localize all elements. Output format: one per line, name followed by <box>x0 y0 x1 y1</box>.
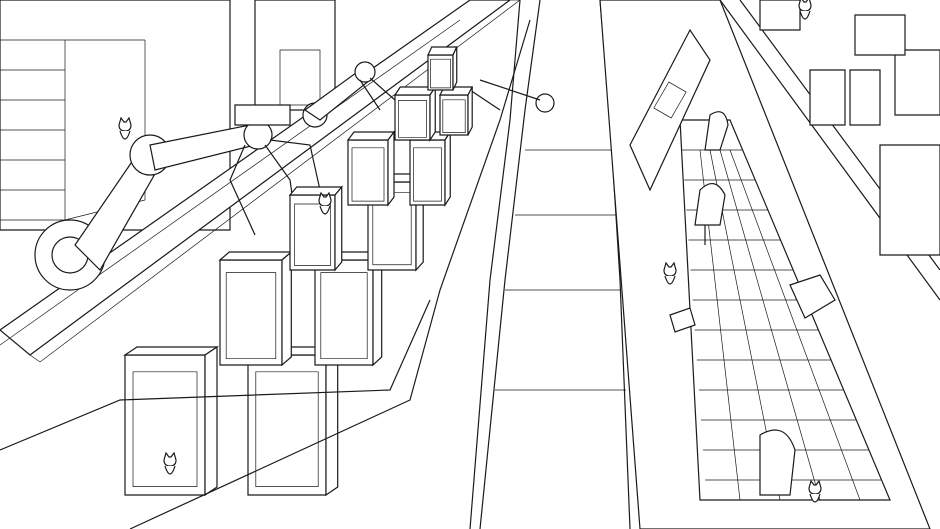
robot-arm <box>303 62 554 127</box>
cabinet <box>428 47 457 90</box>
box <box>670 275 835 332</box>
cabinet <box>290 187 342 270</box>
cabinet <box>348 132 394 205</box>
cat-icon[interactable] <box>809 481 821 502</box>
cat-icon[interactable] <box>664 263 676 284</box>
control-panel <box>630 30 710 190</box>
cabinet <box>395 87 435 140</box>
cat-icon[interactable] <box>799 0 811 19</box>
building-left <box>0 0 335 230</box>
robot-arm <box>35 105 320 290</box>
cabinet <box>248 347 338 495</box>
cabinet <box>220 252 291 365</box>
building-right <box>760 0 940 255</box>
cat-icon[interactable] <box>319 193 331 214</box>
chair <box>695 112 795 495</box>
cabinet <box>410 132 450 205</box>
cabinet <box>440 87 472 135</box>
cabinet <box>125 347 217 495</box>
cat-icon[interactable] <box>119 118 131 139</box>
cabinet-group <box>125 47 472 495</box>
cat-icon[interactable] <box>164 453 176 474</box>
